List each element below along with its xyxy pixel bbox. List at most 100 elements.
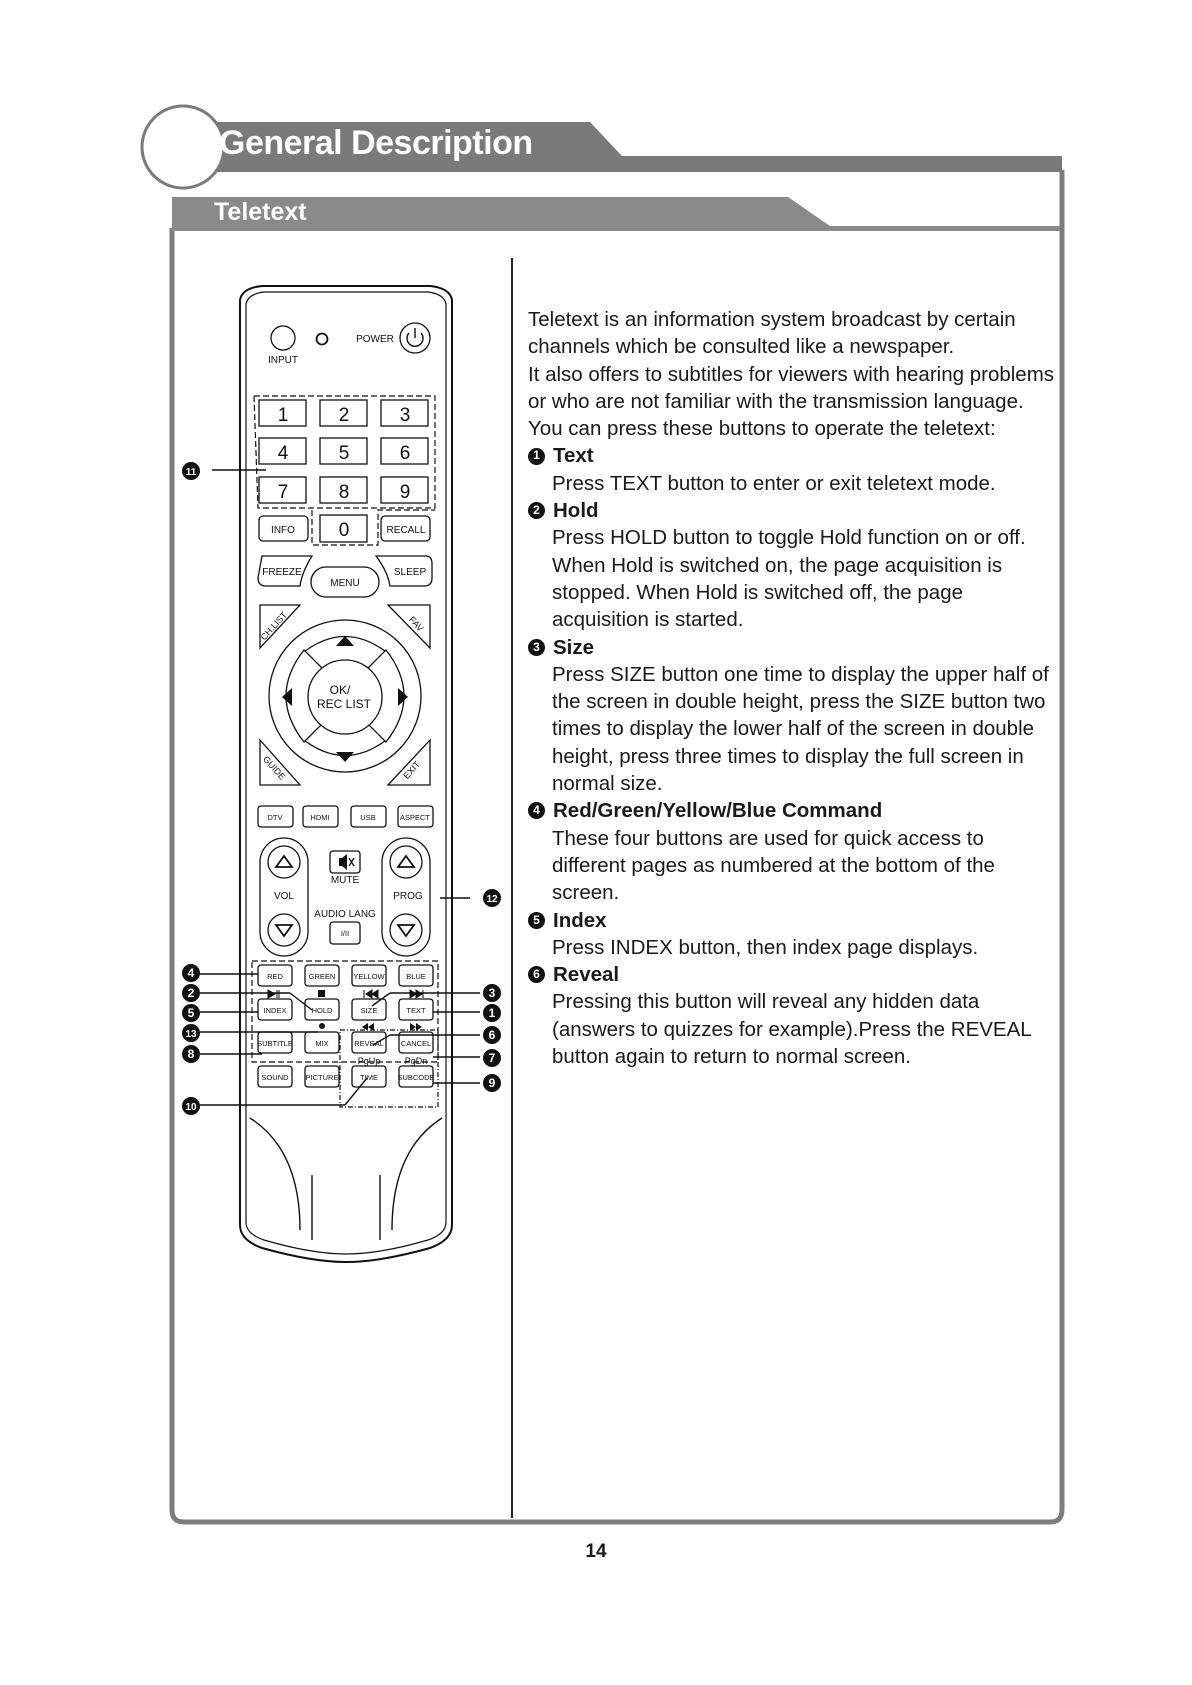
recall-button[interactable] — [380, 515, 431, 542]
index-label: INDEX — [264, 1006, 287, 1015]
column-divider — [511, 258, 513, 1518]
arrow-down-icon — [336, 752, 354, 762]
audio-lang-label: AUDIO LANG — [314, 909, 376, 920]
mix-button[interactable] — [304, 1031, 340, 1054]
item-title: Index — [553, 908, 607, 932]
callout-5: 5 — [188, 1006, 195, 1020]
marker-3-icon: 3 — [528, 638, 545, 656]
hdmi-button[interactable] — [302, 805, 339, 828]
digit-7-label: 7 — [278, 482, 289, 503]
section-title: General Description — [219, 124, 533, 162]
rewind-icon — [362, 1023, 374, 1031]
item-body: Press HOLD button to toggle Hold functio… — [552, 526, 1026, 632]
time-button[interactable] — [351, 1065, 387, 1088]
reveal-button[interactable] — [351, 1031, 387, 1054]
play-pause-icon — [267, 989, 280, 999]
sleep-label: SLEEP — [394, 567, 427, 578]
cancel-button[interactable] — [398, 1031, 434, 1054]
callout-11: 11 — [186, 467, 197, 478]
fast-forward-icon — [410, 1023, 422, 1031]
prog-down-icon — [396, 924, 416, 938]
digit-3-button[interactable] — [380, 399, 429, 427]
ch-list-button[interactable] — [259, 604, 302, 650]
guide-button[interactable] — [259, 738, 302, 786]
arrow-right-icon — [398, 688, 408, 706]
callout-6: 6 — [489, 1028, 496, 1042]
text-button[interactable] — [398, 998, 434, 1021]
exit-button[interactable] — [386, 738, 431, 786]
digit-6-button[interactable] — [380, 437, 429, 465]
digit-4-label: 4 — [278, 443, 289, 464]
digit-8-button[interactable] — [319, 476, 368, 504]
aspect-button[interactable] — [397, 805, 434, 828]
freeze-button[interactable] — [257, 555, 314, 587]
audio-lang-button[interactable] — [329, 921, 361, 945]
previous-icon — [363, 989, 379, 999]
item-title: Text — [553, 444, 594, 468]
menu-label: MENU — [330, 578, 359, 589]
digit-0-label: 0 — [339, 520, 350, 541]
callout-13: 13 — [185, 1029, 197, 1040]
index-button[interactable] — [257, 998, 293, 1021]
dtv-button[interactable] — [257, 805, 294, 828]
digit-2-button[interactable] — [319, 399, 368, 427]
reveal-label: REVEAL — [354, 1039, 384, 1048]
callout-2: 2 — [188, 986, 195, 1000]
digit-5-button[interactable] — [319, 437, 368, 465]
item-body: Press INDEX button, then index page disp… — [552, 935, 979, 959]
digit-2-label: 2 — [339, 405, 350, 426]
hdmi-label: HDMI — [310, 813, 329, 822]
sleep-button[interactable] — [374, 555, 433, 587]
digit-1-button[interactable] — [258, 399, 307, 427]
digit-0-button[interactable] — [319, 514, 368, 543]
dtv-label: DTV — [268, 813, 283, 822]
digit-9-label: 9 — [400, 482, 411, 503]
item-body: Press TEXT button to enter or exit telet… — [552, 471, 996, 495]
input-label: INPUT — [268, 355, 298, 366]
marker-2-icon: 2 — [528, 502, 545, 520]
info-label: INFO — [271, 525, 295, 536]
blue-button[interactable] — [398, 964, 434, 987]
digit-4-button[interactable] — [258, 437, 307, 465]
subcode-button[interactable] — [398, 1065, 434, 1088]
record-icon — [319, 1023, 325, 1029]
digit-buttons: 1 2 3 4 5 6 7 8 9 — [258, 399, 429, 504]
sound-label: SOUND — [261, 1073, 289, 1082]
menu-button[interactable] — [310, 566, 380, 598]
prog-label: PROG — [393, 891, 423, 902]
fav-button[interactable] — [386, 604, 431, 650]
yellow-button[interactable] — [351, 964, 387, 987]
cancel-label: CANCEL — [401, 1039, 431, 1048]
digit-9-button[interactable] — [380, 476, 429, 504]
ok-button[interactable] — [307, 659, 383, 735]
sound-button[interactable] — [257, 1065, 293, 1088]
power-label: POWER — [356, 334, 394, 345]
usb-button[interactable] — [350, 805, 387, 828]
marker-6-icon: 6 — [528, 966, 545, 984]
digit-7-button[interactable] — [258, 476, 307, 504]
input-button[interactable] — [270, 325, 296, 351]
time-label: TIME — [360, 1073, 378, 1082]
title-circle — [140, 104, 226, 190]
intro-paragraph-2: It also offers to subtitles for viewers … — [528, 362, 1055, 413]
mute-label: MUTE — [331, 875, 360, 886]
pgup-label: PgUp — [358, 1056, 381, 1066]
vol-up-icon — [274, 854, 294, 868]
red-button[interactable] — [257, 964, 293, 987]
green-label: GREEN — [309, 972, 336, 981]
item-title: Size — [553, 635, 595, 659]
green-button[interactable] — [304, 964, 340, 987]
page-number: 14 — [585, 1541, 607, 1562]
hold-button[interactable] — [304, 998, 340, 1021]
teletext-description: Teletext is an information system broadc… — [528, 306, 1058, 1070]
picture-button[interactable] — [304, 1065, 340, 1088]
size-button[interactable] — [351, 998, 387, 1021]
info-button[interactable] — [258, 515, 309, 542]
